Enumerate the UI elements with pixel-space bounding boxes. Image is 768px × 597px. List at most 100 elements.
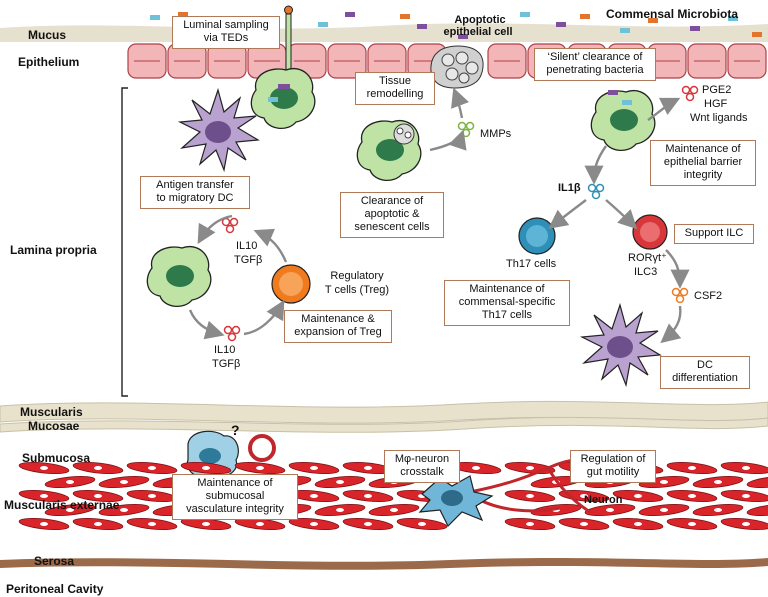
muscle-fiber-nucleus — [742, 494, 750, 498]
layer-serosa: Serosa — [34, 554, 75, 568]
box-treg-maintenance-line2: expansion of Treg — [294, 326, 382, 338]
label-ror-2: ILC3 — [634, 266, 658, 278]
box-th17-maintenance: Maintenance of commensal-specific Th17 c… — [444, 280, 570, 326]
muscle-fiber-nucleus — [714, 508, 722, 512]
box-dc-differentiation-line1: DC — [697, 359, 713, 371]
muscle-fiber-nucleus — [688, 494, 696, 498]
label-mmps: MMPs — [480, 128, 512, 140]
layer-muscularis-mucosae-1: Muscularis — [20, 405, 83, 419]
muscle-fiber-nucleus — [742, 522, 750, 526]
apoptotic-cell — [430, 45, 484, 89]
label-hgf: HGF — [704, 98, 728, 110]
box-gut-motility-line2: gut motility — [586, 466, 640, 478]
ted-macrophage — [250, 5, 316, 130]
label-pge2: PGE2 — [702, 84, 732, 96]
muscle-fiber-nucleus — [606, 508, 614, 512]
muscle-fiber-nucleus — [580, 522, 588, 526]
box-dc-differentiation-line2: differentiation — [672, 372, 738, 384]
muscle-fiber-nucleus — [120, 480, 128, 484]
muscle-fiber-nucleus — [66, 508, 74, 512]
lamina-propria-bracket — [121, 87, 128, 397]
treg-loop-macrophage — [146, 245, 212, 308]
serosa-layer — [0, 558, 768, 570]
layer-muscularis-externae: Muscularis externae — [4, 498, 120, 512]
box-tissue-remodelling-line2: remodelling — [366, 88, 424, 100]
muscle-fiber-nucleus — [120, 508, 128, 512]
box-treg-maintenance-line1: Maintenance & — [301, 313, 375, 325]
muscle-fiber-nucleus — [688, 522, 696, 526]
box-support-ilc: Support ILC — [674, 224, 754, 244]
label-treg-2: T cells (Treg) — [324, 284, 390, 296]
box-luminal-sampling: Luminal sampling via TEDs — [172, 16, 280, 49]
muscle-fiber-nucleus — [40, 494, 48, 498]
box-dc-differentiation: DC differentiation — [660, 356, 750, 389]
muscle-fiber-nucleus — [202, 466, 210, 470]
layer-submucosa: Submucosa — [22, 451, 91, 465]
box-submucosal-vasculature-line2: submucosal — [205, 490, 265, 502]
box-epithelial-barrier-line3: integrity — [683, 169, 723, 181]
box-clearance: Clearance of apoptotic & senescent cells — [340, 192, 444, 238]
il10-molecules-top — [221, 217, 239, 234]
muscle-fiber-nucleus — [660, 480, 668, 484]
muscle-fiber-nucleus — [472, 466, 480, 470]
label-tgfb-top: TGFβ — [234, 254, 263, 266]
muscle-fiber-nucleus — [364, 522, 372, 526]
label-il1b: IL1β — [558, 182, 581, 194]
box-silent-clearance-line2: penetrating bacteria — [546, 64, 644, 76]
muscle-fiber-nucleus — [580, 494, 588, 498]
box-clearance-line1: Clearance of — [360, 195, 424, 207]
muscle-fiber-nucleus — [660, 508, 668, 512]
box-crosstalk-line2: crosstalk — [400, 466, 444, 478]
layer-mucus: Mucus — [28, 28, 67, 42]
label-csf2: CSF2 — [694, 290, 723, 302]
muscle-fiber-nucleus — [40, 522, 48, 526]
label-apoptotic-1: Apoptotic — [454, 14, 506, 26]
muscle-fiber-nucleus — [526, 522, 534, 526]
muscle-fiber-nucleus — [148, 522, 156, 526]
muscle-fiber-nucleus — [40, 466, 48, 470]
label-question-mark: ? — [231, 422, 240, 438]
il10-molecules-bottom — [223, 325, 241, 342]
box-epithelial-barrier: Maintenance of epithelial barrier integr… — [650, 140, 756, 186]
box-macrophage-neuron-crosstalk: Mφ-neuron crosstalk — [384, 450, 460, 483]
muscle-fiber — [746, 503, 768, 517]
label-commensal-microbiota: Commensal Microbiota — [606, 7, 739, 21]
muscle-fiber-nucleus — [310, 494, 318, 498]
box-submucosal-vasculature: Maintenance of submucosal vasculature in… — [172, 474, 298, 520]
muscle-fiber-nucleus — [256, 466, 264, 470]
muscle-fiber-nucleus — [526, 466, 534, 470]
box-antigen-transfer-line1: Antigen transfer — [156, 179, 234, 191]
box-th17-maintenance-line1: Maintenance of — [469, 283, 545, 295]
muscle-fiber-nucleus — [94, 466, 102, 470]
muscularis-macrophage — [418, 475, 494, 528]
muscle-fiber-nucleus — [148, 466, 156, 470]
box-gut-motility-line1: Regulation of — [580, 453, 646, 465]
flow-arrows — [188, 87, 690, 344]
muscle-fiber-nucleus — [688, 466, 696, 470]
muscle-fiber-nucleus — [714, 480, 722, 484]
box-silent-clearance: ‘Silent’ clearance of penetrating bacter… — [534, 48, 656, 81]
box-gut-motility: Regulation of gut motility — [570, 450, 656, 483]
muscle-fiber-nucleus — [336, 480, 344, 484]
box-treg-maintenance: Maintenance & expansion of Treg — [284, 310, 392, 343]
label-treg-1: Regulatory — [330, 270, 384, 282]
muscle-fiber-nucleus — [742, 466, 750, 470]
box-clearance-line3: senescent cells — [354, 221, 430, 233]
box-antigen-transfer-line2: to migratory DC — [156, 192, 234, 204]
box-th17-maintenance-line2: commensal-specific — [458, 296, 556, 308]
box-crosstalk-line1: Mφ-neuron — [394, 453, 450, 465]
muscle-fiber-nucleus — [94, 494, 102, 498]
box-silent-clearance-line1: ‘Silent’ clearance of — [547, 51, 643, 63]
muscle-fiber-nucleus — [310, 522, 318, 526]
label-wnt: Wnt ligands — [690, 112, 748, 124]
muscle-fiber-nucleus — [94, 522, 102, 526]
muscle-fiber-nucleus — [336, 508, 344, 512]
box-tissue-remodelling-line1: Tissue — [379, 75, 411, 87]
ilc3-cell — [632, 214, 668, 250]
il1b-molecules — [587, 183, 605, 200]
mucus-layer — [0, 23, 768, 42]
blood-vessel — [248, 434, 276, 462]
box-submucosal-vasculature-line3: vasculature integrity — [186, 503, 284, 515]
